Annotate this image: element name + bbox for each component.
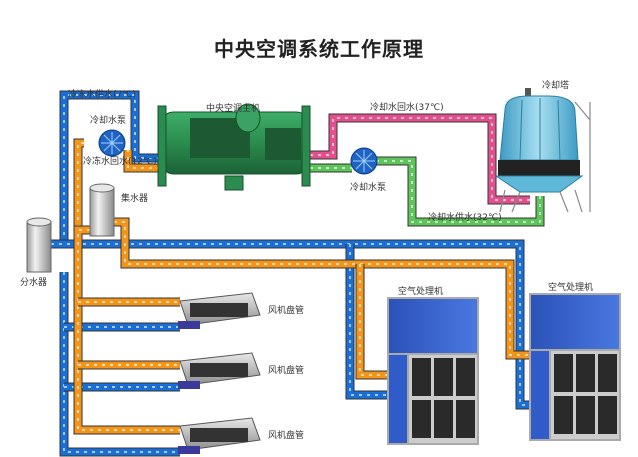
return-ahu1 [356,264,392,379]
label-fcu-1: 风机盘管 [268,306,305,316]
chilled-distributor-down-flow-arrows [63,272,180,453]
label-fcu-3: 风机盘管 [268,431,305,441]
air-handling-unit-1 [387,297,479,445]
label-fcu-2: 风机盘管 [268,366,305,376]
chilled-branch-ahu1-flow-arrows [349,244,392,396]
cooling-return-pipe-outline [310,113,530,205]
label-chilled-pump: 冷却水泵 [90,116,127,126]
fan-coil-unit-1 [178,292,261,329]
return-trunk-flow-arrows [77,229,180,431]
label-cooling-tower: 冷却塔 [542,81,570,91]
cooling-tower [494,88,591,213]
label-cooling-supply: 冷却水供水(32℃) [428,213,502,223]
collector-return-flow-arrows [114,221,540,356]
cooling-return-pipe-flow-arrows [310,117,530,201]
water-distributor [26,217,52,273]
water-collector [89,183,115,237]
chilled-return-pipe-flow-arrows [127,150,160,169]
fan-coil-unit-3 [178,417,261,454]
fan-coil-unit-2 [178,352,261,389]
cooling-water-pump [350,147,378,175]
label-cooling-pump: 冷却水泵 [350,183,387,193]
chilled-water-pump [98,129,126,157]
label-ahu-2: 空气处理机 [548,283,594,293]
chiller-unit [157,103,311,191]
label-cooling-return: 冷却水回水(37℃) [370,103,444,113]
cooling-return-pipe [310,114,530,204]
label-ahu-1: 空气处理机 [398,287,444,297]
label-chiller: 中央空调主机 [206,104,261,114]
page-title: 中央空调系统工作原理 [214,37,424,61]
cooling-supply-tower-flow-arrows [376,160,541,223]
label-chilled-supply: 冷冻水供水(7℃) [68,90,136,100]
air-handling-unit-2 [529,293,621,441]
label-chilled-return: 冷冻水回水(12℃) [83,157,157,167]
label-distributor: 分水器 [20,278,48,288]
label-collector: 集水器 [121,194,149,204]
